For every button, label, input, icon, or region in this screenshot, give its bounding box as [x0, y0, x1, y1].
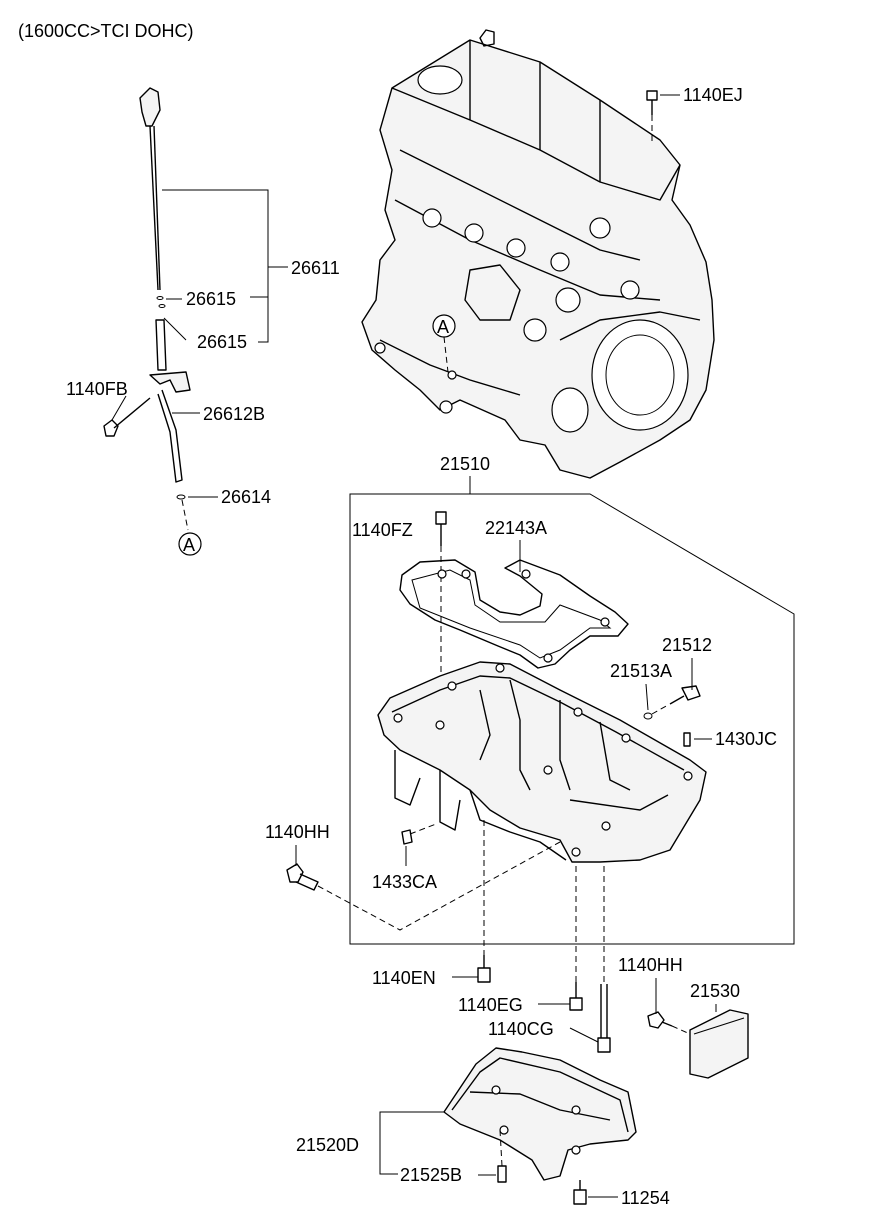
baffle-icon	[443, 1047, 637, 1181]
callout-26615-a: 26615	[186, 289, 236, 309]
bolt-icon	[286, 863, 319, 891]
callout-1140CG: 1140CG	[488, 1019, 554, 1039]
callout-1140HH-b: 1140HH	[618, 955, 683, 975]
dipstick-icon	[139, 87, 191, 531]
oil-filter-screen-icon	[689, 1009, 749, 1079]
callout-1430JC: 1430JC	[715, 729, 777, 749]
reference-marker-engine: A	[432, 314, 456, 373]
callout-21510: 21510	[440, 454, 490, 474]
callout-21520D: 21520D	[296, 1135, 359, 1155]
bolt-icon	[477, 955, 491, 983]
bolt-icon	[646, 90, 658, 145]
callout-1140EG: 1140EG	[458, 995, 523, 1015]
callout-26615-b: 26615	[197, 332, 247, 352]
callout-26612B: 26612B	[203, 404, 265, 424]
callout-21530: 21530	[690, 981, 740, 1001]
drain-plug-icon	[643, 685, 701, 720]
assembly-box	[349, 493, 795, 945]
callout-26611: 26611	[291, 258, 340, 278]
leader-26611	[162, 189, 269, 343]
callout-1433CA: 1433CA	[372, 872, 437, 892]
callout-11254: 11254	[621, 1188, 670, 1208]
bolt-icon	[573, 1180, 587, 1205]
diagram-title: (1600CC>TCI DOHC)	[18, 21, 194, 41]
bolt-icon	[435, 511, 447, 725]
callout-1140EN: 1140EN	[372, 968, 436, 988]
callout-1140HH-a: 1140HH	[265, 822, 330, 842]
bolt-icon	[683, 732, 691, 747]
callout-1140FB: 1140FB	[66, 379, 128, 399]
bolt-icon	[597, 984, 611, 1053]
bolt-icon	[569, 982, 583, 1011]
svg-text:A: A	[183, 535, 195, 555]
reference-marker-dipstick: A	[178, 532, 202, 556]
callout-26614: 26614	[221, 487, 271, 507]
callout-21525B: 21525B	[400, 1165, 462, 1185]
svg-text:A: A	[437, 317, 449, 337]
callout-22143A: 22143A	[485, 518, 547, 538]
callout-1140EJ: 1140EJ	[683, 85, 743, 105]
bolt-icon	[103, 397, 151, 437]
engine-block-icon	[361, 29, 715, 479]
callout-1140FZ: 1140FZ	[352, 520, 413, 540]
callout-21513A: 21513A	[610, 661, 672, 681]
oil-pan-icon	[377, 661, 707, 863]
bolt-icon	[497, 1129, 507, 1183]
bolt-icon	[401, 823, 437, 845]
bolt-icon	[647, 1011, 691, 1035]
callout-21512: 21512	[662, 635, 712, 655]
gasket-icon	[399, 559, 629, 669]
